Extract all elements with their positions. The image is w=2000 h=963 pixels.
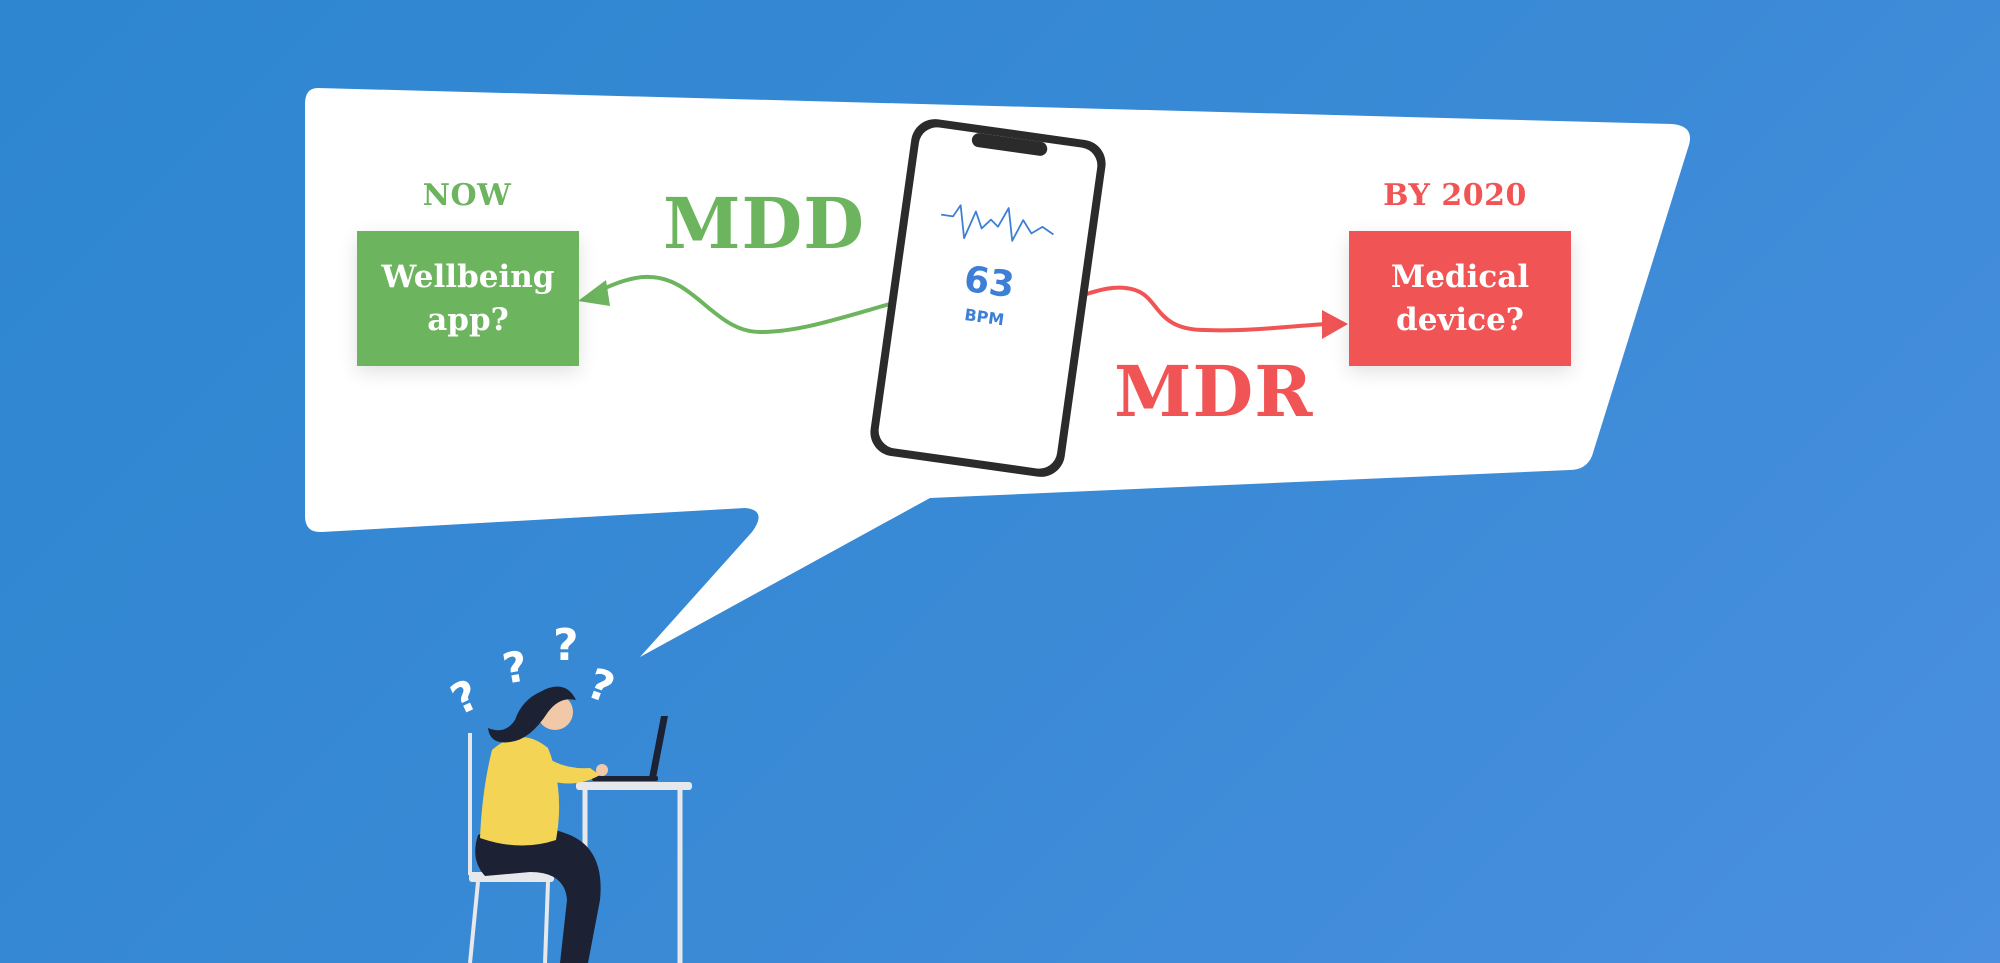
mdd-arrowhead-icon xyxy=(578,280,610,306)
question-mark-icon: ? xyxy=(499,641,532,693)
wellbeing-app-box: Wellbeing app? xyxy=(357,231,579,366)
question-mark-icon: ? xyxy=(553,620,579,671)
question-mark-icon: ? xyxy=(581,659,621,713)
heart-rate-wave-icon xyxy=(941,204,1054,242)
medical-device-box: Medical device? xyxy=(1349,231,1571,366)
confused-person-icon xyxy=(468,686,692,963)
wellbeing-app-line2: app? xyxy=(427,301,509,338)
now-caption: NOW xyxy=(422,178,512,213)
question-mark-icon: ? xyxy=(443,670,486,725)
smartphone-icon xyxy=(870,119,1106,477)
medical-device-line2: device? xyxy=(1396,301,1524,338)
mdr-arrowhead-icon xyxy=(1322,310,1348,339)
mdr-label: MDR xyxy=(1114,350,1314,433)
by-2020-caption: BY 2020 xyxy=(1383,178,1527,213)
mdd-arrow-curve xyxy=(594,274,899,335)
wellbeing-app-line1: Wellbeing xyxy=(381,258,555,295)
mdd-label: MDD xyxy=(663,182,865,265)
medical-device-line1: Medical xyxy=(1390,258,1530,295)
mdr-arrow-curve xyxy=(1055,285,1330,333)
